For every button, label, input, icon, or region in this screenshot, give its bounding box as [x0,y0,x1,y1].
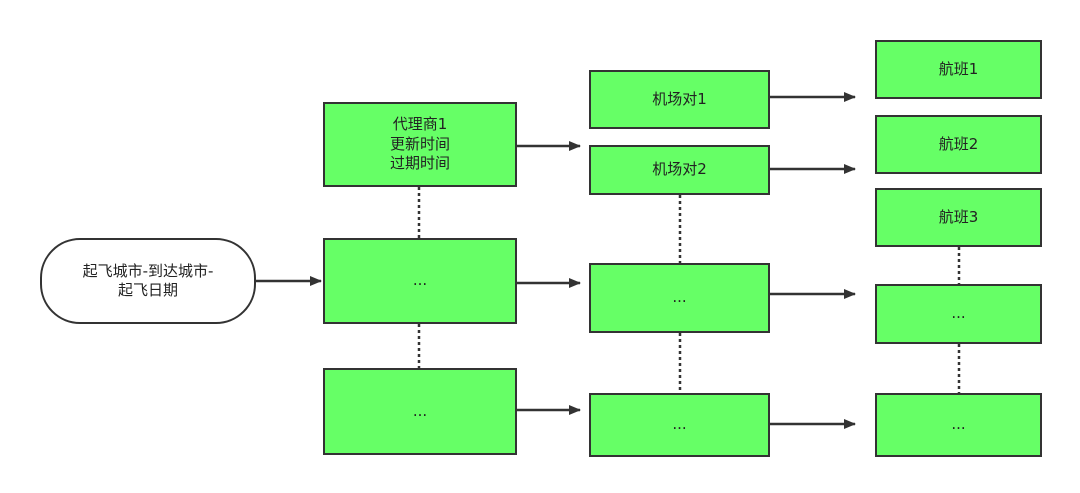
agent-update-time: 更新时间 [389,134,450,153]
agent-node-1: 代理商1 更新时间 过期时间 [323,102,517,187]
ellipsis-label: ... [672,288,687,307]
flight-label: 航班2 [938,134,979,153]
ellipsis-label: ... [412,271,428,290]
flight-node-3: 航班3 [875,188,1042,247]
airport-pair-node-1: 机场对1 [589,70,770,129]
ellipsis-label: ... [951,415,966,434]
flight-node-1: 航班1 [875,40,1042,99]
agent-node-ellipsis-a: ... [323,238,517,324]
flight-node-ellipsis-b: ... [875,393,1042,457]
flight-label: 航班3 [938,207,979,226]
airport-pair-label: 机场对1 [652,89,707,108]
airport-pair-node-ellipsis-a: ... [589,263,770,333]
ellipsis-label: ... [672,415,687,434]
start-node-line1: 起飞城市-到达城市- [82,261,214,280]
airport-pair-node-ellipsis-b: ... [589,393,770,457]
agent-node-ellipsis-b: ... [323,368,517,455]
airport-pair-label: 机场对2 [652,160,707,179]
start-node-line2: 起飞日期 [117,281,178,299]
ellipsis-label: ... [951,304,966,323]
agent-expire-time: 过期时间 [389,154,450,173]
agent-name: 代理商1 [392,115,448,134]
flight-node-2: 航班2 [875,115,1042,174]
airport-pair-node-2: 机场对2 [589,145,770,195]
start-node: 起飞城市-到达城市- 起飞日期 [40,238,256,324]
ellipsis-label: ... [412,401,428,420]
flight-label: 航班1 [938,59,979,78]
flight-node-ellipsis-a: ... [875,284,1042,344]
